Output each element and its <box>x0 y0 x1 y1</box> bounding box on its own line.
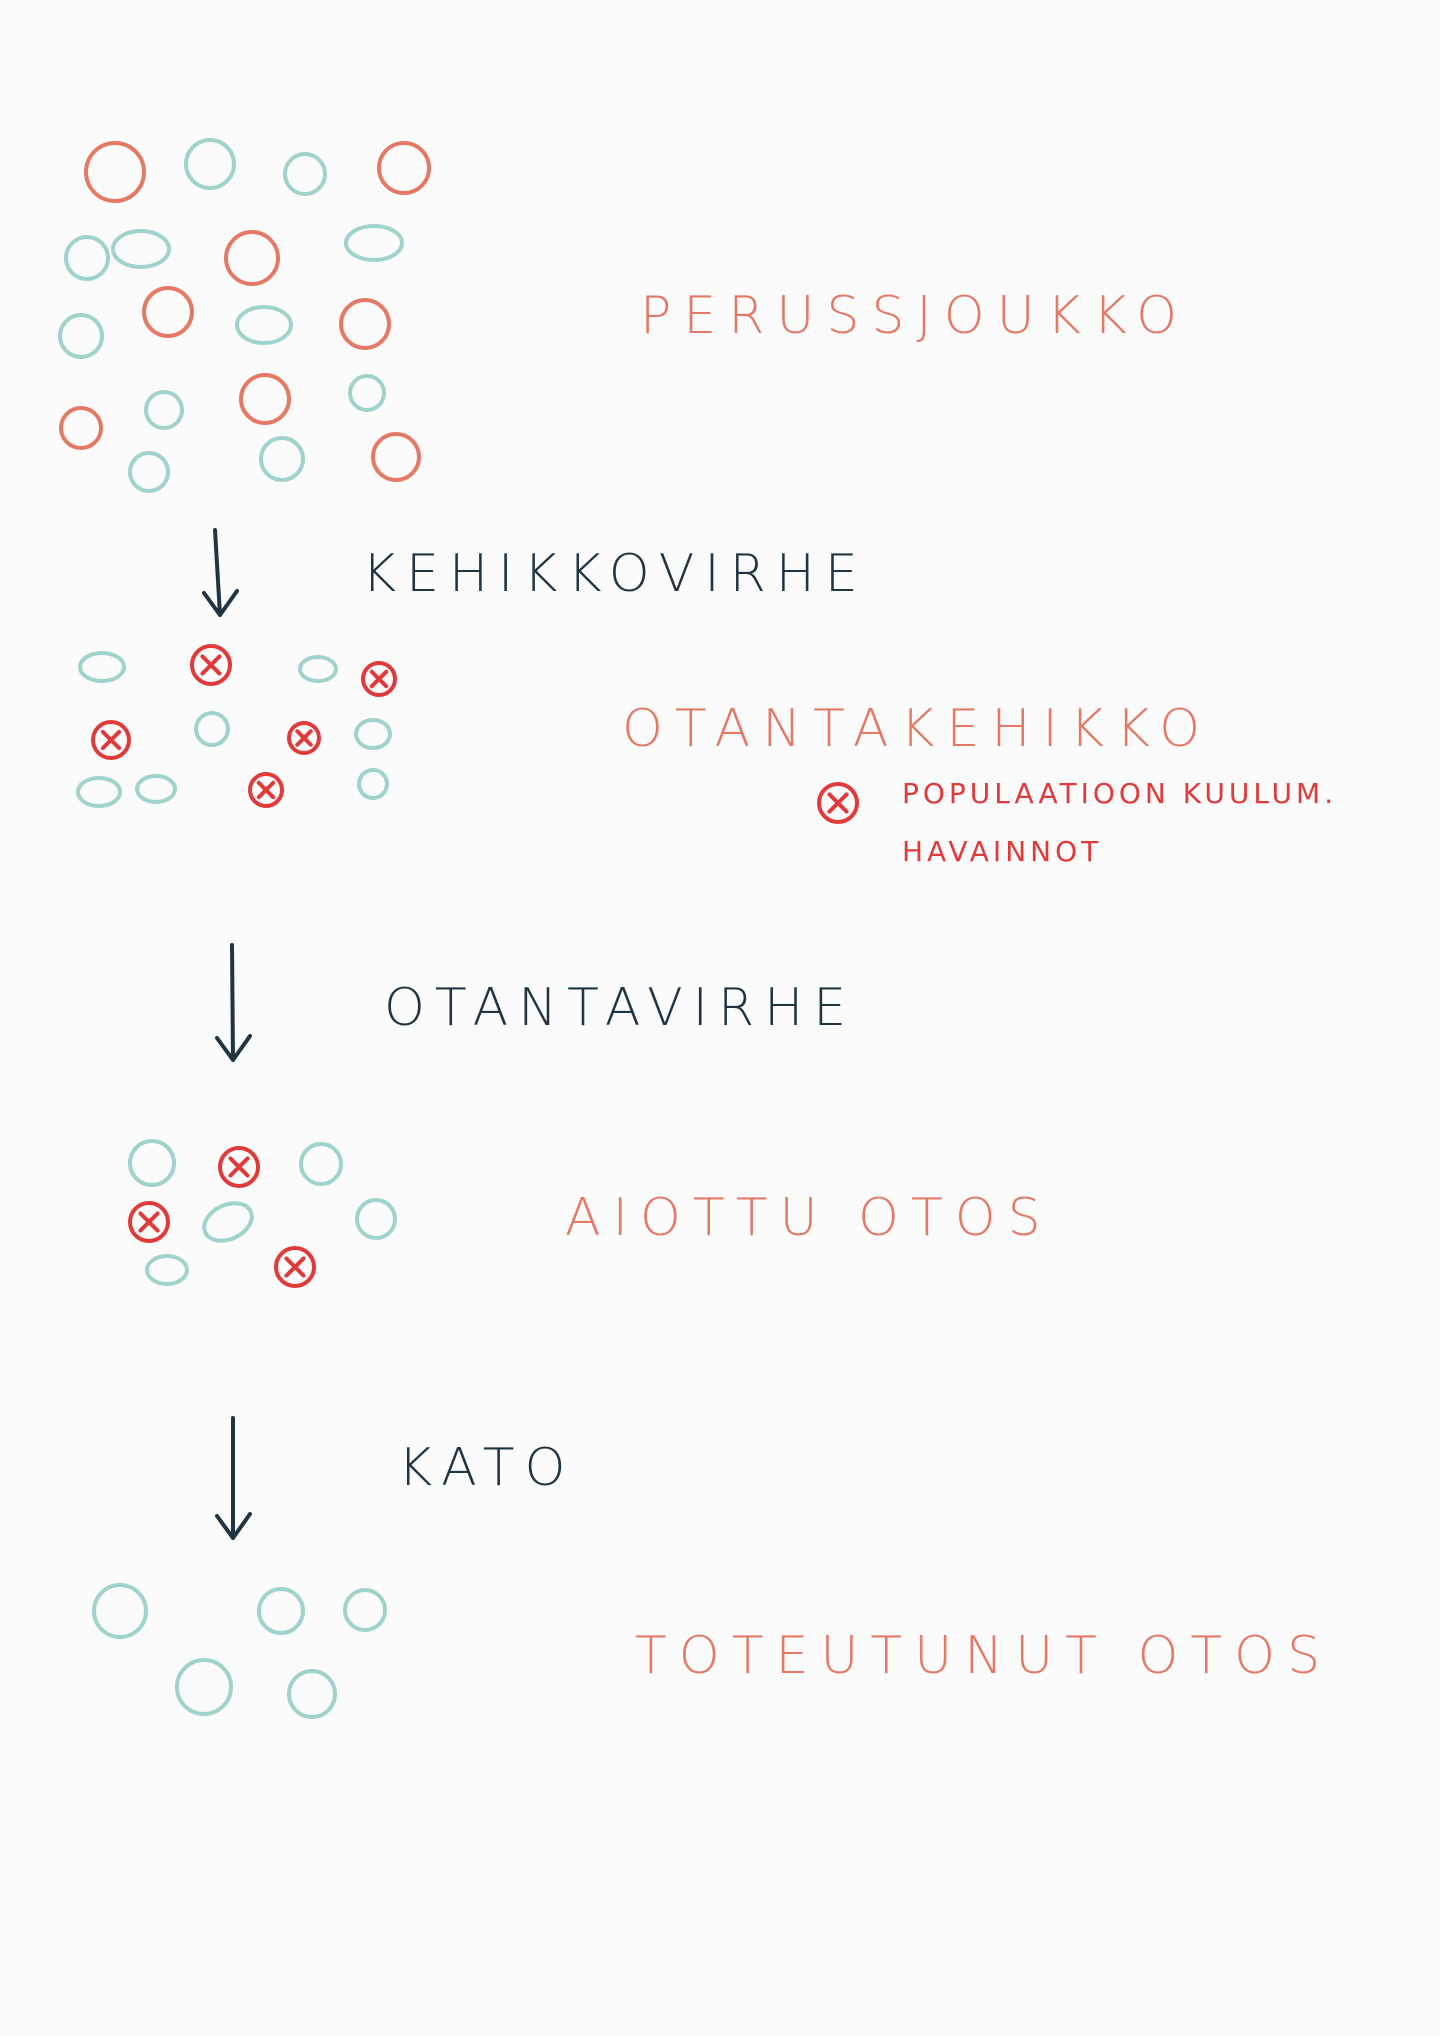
frame-unit <box>135 774 177 804</box>
respondent-unit <box>343 1588 387 1632</box>
sample-unit <box>145 1254 189 1286</box>
population-unit <box>339 298 391 350</box>
respondent-unit <box>287 1669 337 1719</box>
frame-unit <box>298 655 338 683</box>
population-unit <box>348 374 386 412</box>
respondent-unit <box>257 1587 305 1635</box>
label-sampling-frame: OTANTAKEHIKKO <box>622 699 1213 759</box>
frame-overcoverage-unit <box>248 772 284 808</box>
sample-overcoverage-unit <box>274 1246 316 1288</box>
legend-line-2: HAVAINNOT <box>902 835 1103 868</box>
frame-unit <box>194 711 230 747</box>
respondent-unit <box>92 1583 148 1639</box>
frame-unit <box>76 776 122 808</box>
sample-unit <box>128 1139 176 1187</box>
population-unit <box>144 390 184 430</box>
population-unit <box>59 406 103 450</box>
frame-unit <box>354 718 392 750</box>
label-frame-error: KEHIKKOVIRHE <box>362 544 868 604</box>
population-unit <box>184 138 236 190</box>
population-unit <box>142 286 194 338</box>
sample-overcoverage-unit <box>218 1146 260 1188</box>
frame-overcoverage-unit <box>91 720 131 760</box>
arrow-down-icon <box>215 943 252 1062</box>
sample-unit <box>355 1198 397 1240</box>
population-unit <box>64 235 110 281</box>
population-unit <box>259 436 305 482</box>
label-realized-sample: TOTEUTUNUT OTOS <box>635 1626 1333 1686</box>
frame-overcoverage-unit <box>287 721 321 755</box>
population-unit <box>344 224 404 262</box>
arrow-down-icon <box>202 528 239 617</box>
population-unit <box>377 141 431 195</box>
label-planned-sample: AIOTTU OTOS <box>565 1188 1053 1248</box>
label-sampling-error: OTANTAVIRHE <box>384 978 857 1038</box>
population-unit <box>128 451 170 493</box>
label-population: PERUSSJOUKKO <box>640 286 1190 346</box>
population-unit <box>111 229 171 269</box>
frame-unit <box>78 651 126 683</box>
frame-overcoverage-unit <box>361 661 397 697</box>
respondent-unit <box>175 1658 233 1716</box>
frame-unit <box>357 768 389 800</box>
arrow-down-icon <box>215 1416 252 1540</box>
sample-unit <box>202 1201 254 1243</box>
population-unit <box>235 305 293 345</box>
population-unit <box>283 152 327 196</box>
legend-line-1: POPULAATIOON KUULUM. <box>902 777 1338 810</box>
population-unit <box>371 432 421 482</box>
crossed-circle-icon <box>817 782 859 824</box>
frame-overcoverage-unit <box>190 644 232 686</box>
population-unit <box>224 230 280 286</box>
population-unit <box>239 373 291 425</box>
sample-unit <box>299 1142 343 1186</box>
label-nonresponse: KATO <box>398 1438 576 1498</box>
population-unit <box>84 141 146 203</box>
population-unit <box>58 313 104 359</box>
sample-overcoverage-unit <box>128 1201 170 1243</box>
